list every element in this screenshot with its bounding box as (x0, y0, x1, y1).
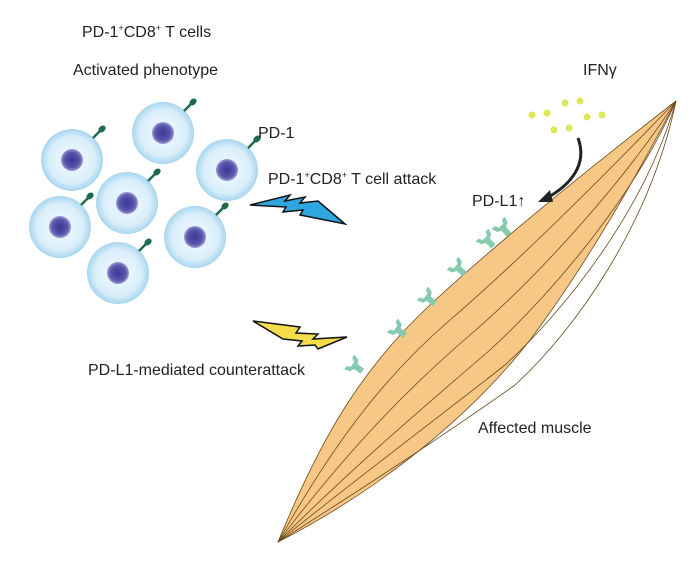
counterattack-label: PD-L1-mediated counterattack (88, 362, 305, 379)
superscript: + (341, 170, 347, 180)
affected-muscle (277, 100, 677, 543)
muscle-label: Affected muscle (478, 420, 592, 437)
ifng-molecules (528, 97, 606, 134)
pdl1-up-label: PD-L1↑ (472, 193, 526, 210)
pd1-label: PD-1 (258, 125, 295, 142)
attack-label-part: T cell attack (347, 171, 437, 188)
superscript: + (155, 23, 161, 33)
attack-bolt-icon (249, 193, 348, 226)
cells-title: PD-1+CD8+ T cells (82, 23, 211, 42)
t-cell (94, 165, 164, 236)
pdl1-receptor-icon (344, 354, 368, 379)
counterattack-bolt-icon (252, 320, 348, 350)
superscript: + (118, 23, 124, 33)
cells-title-part: T cells (161, 24, 212, 41)
attack-label-part: PD-1 (268, 171, 305, 188)
ifng-label: IFNγ (583, 62, 617, 79)
superscript: + (304, 170, 310, 180)
t-cell (162, 199, 232, 270)
cells-title-part: CD8 (123, 24, 156, 41)
attack-label: PD-1+CD8+ T cell attack (268, 170, 436, 189)
cells-title-part: PD-1 (82, 24, 119, 41)
phenotype-label: Activated phenotype (73, 62, 218, 79)
attack-label-part: CD8 (309, 171, 342, 188)
t-cell-cluster (27, 95, 264, 306)
t-cell (85, 235, 155, 306)
t-cell (39, 122, 109, 193)
t-cell (194, 132, 264, 203)
t-cell (130, 95, 200, 166)
arrowhead-icon (538, 190, 553, 202)
ifng-arrow-icon (546, 137, 583, 200)
t-cell (27, 189, 97, 260)
